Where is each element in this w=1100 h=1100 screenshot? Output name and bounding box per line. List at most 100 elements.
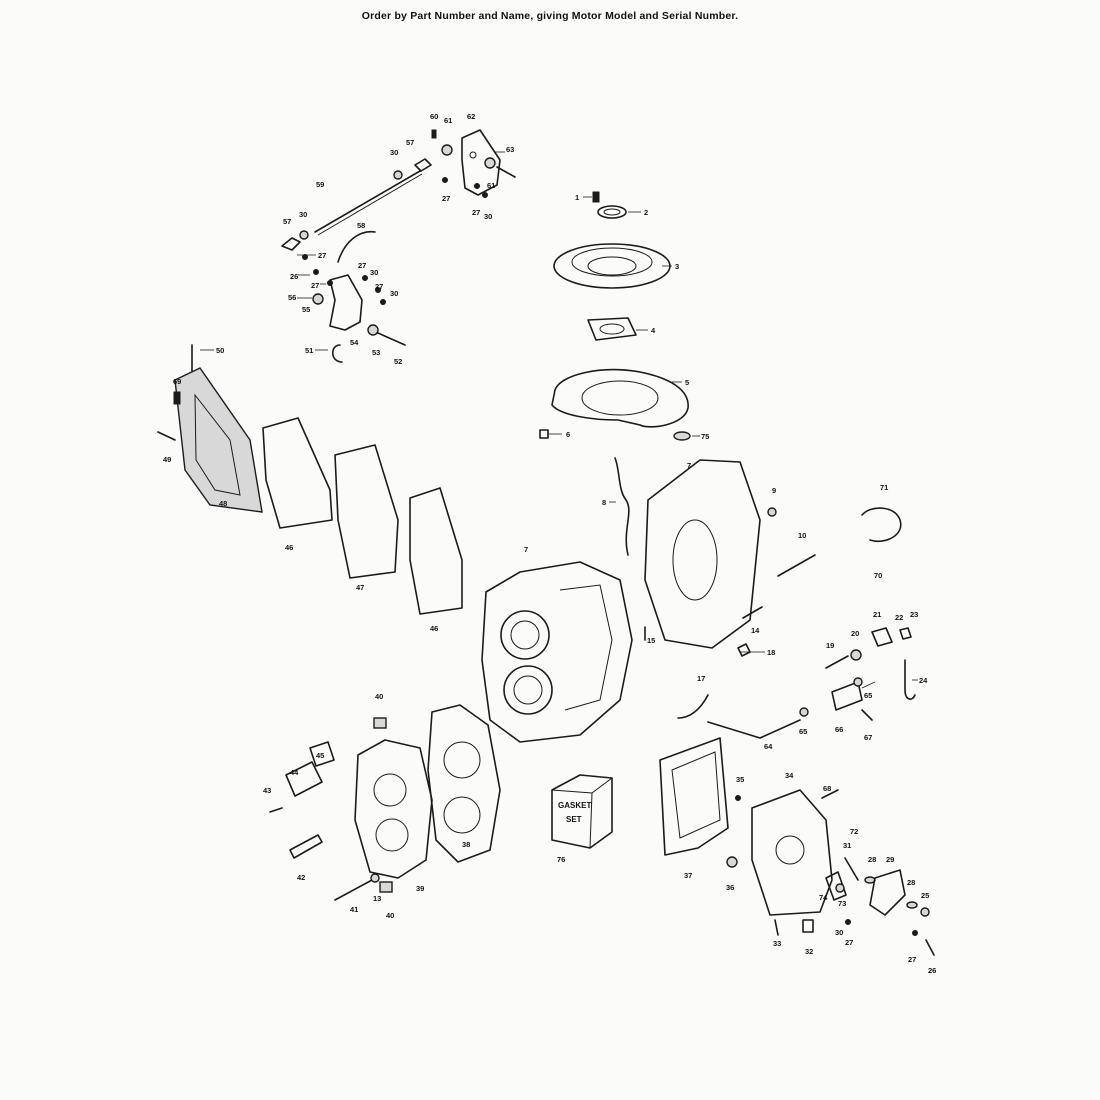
callout-49: 49 xyxy=(163,455,171,464)
screw-part-52 xyxy=(377,332,406,346)
screw-part-33 xyxy=(774,919,779,936)
clip-part-51 xyxy=(331,344,343,363)
callout-62: 62 xyxy=(467,112,475,121)
callout-57b: 57 xyxy=(283,217,291,226)
callout-65a: 65 xyxy=(864,691,872,700)
callout-27d: 27 xyxy=(375,282,383,291)
gasket-part-45 xyxy=(309,741,335,767)
callout-1: 1 xyxy=(575,193,579,202)
callout-30e: 30 xyxy=(484,212,492,221)
throttle-linkage-group xyxy=(281,129,516,363)
bushing-part-20 xyxy=(850,649,862,661)
bushing-part-61b xyxy=(484,157,496,169)
right-small-parts-group xyxy=(707,507,916,739)
callout-38: 38 xyxy=(462,840,470,849)
bolt-part-41 xyxy=(334,879,373,901)
gasket-set-kit: GASKET SET xyxy=(551,774,613,849)
gasket-kit-label-line1: GASKET xyxy=(558,801,591,810)
callout-26: 26 xyxy=(290,272,298,281)
callout-66: 66 xyxy=(835,725,843,734)
part-36 xyxy=(726,856,738,868)
bushing-part-55 xyxy=(312,293,324,305)
callout-27e: 27 xyxy=(442,194,450,203)
throttle-lever-plate-part-62 xyxy=(461,129,501,196)
callout-6: 6 xyxy=(566,430,570,439)
spark-plug-part-42 xyxy=(289,834,323,859)
callout-33: 33 xyxy=(773,939,781,948)
callout-8: 8 xyxy=(602,498,606,507)
link-part-8 xyxy=(614,457,630,556)
screw-part-68 xyxy=(821,789,839,799)
callout-10: 10 xyxy=(798,531,806,540)
callout-47: 47 xyxy=(356,583,364,592)
screw-part-6 xyxy=(539,429,549,439)
callout-61b: 61 xyxy=(487,181,495,190)
screw-part-14 xyxy=(742,606,763,619)
callout-68: 68 xyxy=(823,784,831,793)
callout-26b: 26 xyxy=(928,966,936,975)
part-72 xyxy=(844,857,859,881)
callout-60: 60 xyxy=(430,112,438,121)
powerhead-group xyxy=(481,457,816,743)
callout-73: 73 xyxy=(838,899,846,908)
screw-part-43 xyxy=(269,807,283,813)
callout-71: 71 xyxy=(880,483,888,492)
part-35 xyxy=(735,795,741,801)
callout-59: 59 xyxy=(316,180,324,189)
cylinder-block-part-7 xyxy=(481,561,633,743)
spring-part-74 xyxy=(825,871,847,901)
link-rod-part-58 xyxy=(337,231,376,263)
callout-44: 44 xyxy=(290,768,299,777)
callout-4: 4 xyxy=(651,326,656,335)
callout-65b: 65 xyxy=(799,727,807,736)
callout-30b: 30 xyxy=(299,210,307,219)
callout-30d: 30 xyxy=(390,289,398,298)
callout-30c: 30 xyxy=(370,268,378,277)
plug-part-40b xyxy=(379,881,393,893)
clamp-part-70 xyxy=(861,507,902,542)
plug-part-40 xyxy=(373,717,387,729)
callout-27h: 27 xyxy=(908,955,916,964)
transfer-cover-part-34 xyxy=(751,789,833,916)
callout-48: 48 xyxy=(219,499,227,508)
callout-13: 13 xyxy=(373,894,381,903)
gasket-kit-label-line2: SET xyxy=(566,815,582,824)
bolt-part-10 xyxy=(777,554,816,577)
callout-40b: 40 xyxy=(386,911,394,920)
bracket-part-21 xyxy=(871,627,893,647)
part-25 xyxy=(920,907,930,917)
baffle-plate-part-47 xyxy=(334,444,399,579)
callout-40: 40 xyxy=(375,692,383,701)
callout-19: 19 xyxy=(826,641,834,650)
screw-part-63 xyxy=(496,166,516,178)
callout-14: 14 xyxy=(751,626,760,635)
screw-part-49 xyxy=(157,431,176,441)
callout-74: 74 xyxy=(819,893,828,902)
callout-29: 29 xyxy=(886,855,894,864)
callout-41: 41 xyxy=(350,905,358,914)
bushing-part-61 xyxy=(441,144,453,156)
callout-27a: 27 xyxy=(318,251,326,260)
callout-30a: 30 xyxy=(390,148,398,157)
mounting-plate-part-5 xyxy=(551,368,689,428)
callout-63: 63 xyxy=(506,145,514,154)
plug-part-69 xyxy=(173,391,181,405)
cover-plates-group xyxy=(157,344,463,615)
callout-67: 67 xyxy=(864,733,872,742)
callout-57: 57 xyxy=(406,138,414,147)
callout-15: 15 xyxy=(647,636,655,645)
rod-part-64 xyxy=(707,719,801,739)
callout-32: 32 xyxy=(805,947,813,956)
hose-part-17 xyxy=(677,694,709,719)
gasket-part-46b xyxy=(409,487,463,615)
crankcase-part-7b xyxy=(644,459,761,649)
callout-21: 21 xyxy=(873,610,881,619)
link-part-24 xyxy=(904,659,916,700)
stator-stack-group xyxy=(539,191,691,441)
callout-55: 55 xyxy=(302,305,310,314)
callout-18: 18 xyxy=(767,648,775,657)
callout-20: 20 xyxy=(851,629,859,638)
swivel-part-57 xyxy=(414,158,432,172)
callout-30f: 30 xyxy=(835,928,843,937)
